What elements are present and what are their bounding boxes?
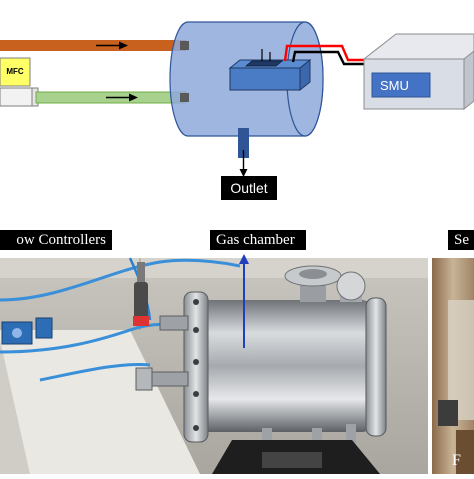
caption-gas-chamber: Gas chamber: [210, 230, 306, 250]
sensor-chip: [244, 60, 284, 67]
photo-table: [0, 330, 200, 474]
sensor-block-side: [299, 58, 311, 92]
smu-display: [371, 72, 431, 98]
flow-arrow-orange-head: [119, 41, 128, 50]
flow-controller-2: [35, 317, 53, 339]
photo-corner-label: F: [452, 452, 461, 469]
caption-right: Se: [448, 230, 474, 250]
photo-chamber-body: [200, 300, 372, 432]
orange-gas-line: [0, 40, 186, 51]
wire-red: [283, 44, 372, 62]
wire-black: [291, 50, 372, 66]
smu-box-top: [362, 33, 474, 60]
smu-box-side: [463, 50, 474, 111]
outlet-arrow-head: [239, 169, 248, 177]
flow-arrow-green-head: [129, 93, 138, 102]
blue-tube-3: [39, 362, 151, 382]
sensor-block-front: [229, 67, 301, 91]
outlet-pipe: [238, 128, 249, 158]
photo-inlet-1: [159, 315, 189, 331]
photo-inlet-2: [149, 371, 189, 387]
photo-chamber-flange: [183, 291, 209, 443]
outlet-label: Outlet: [221, 176, 277, 200]
caption-flow-controllers: ow Controllers: [0, 230, 112, 250]
mfc-connector-base: [0, 87, 33, 107]
inlet-stub-bottom: [180, 93, 189, 102]
inlet-stub-top: [180, 41, 189, 50]
valve: [134, 282, 148, 322]
mfc-label: MFC: [6, 67, 24, 76]
smu-label: SMU: [380, 78, 409, 93]
mfc-box: [0, 57, 31, 87]
blue-tube-1: [0, 258, 241, 302]
